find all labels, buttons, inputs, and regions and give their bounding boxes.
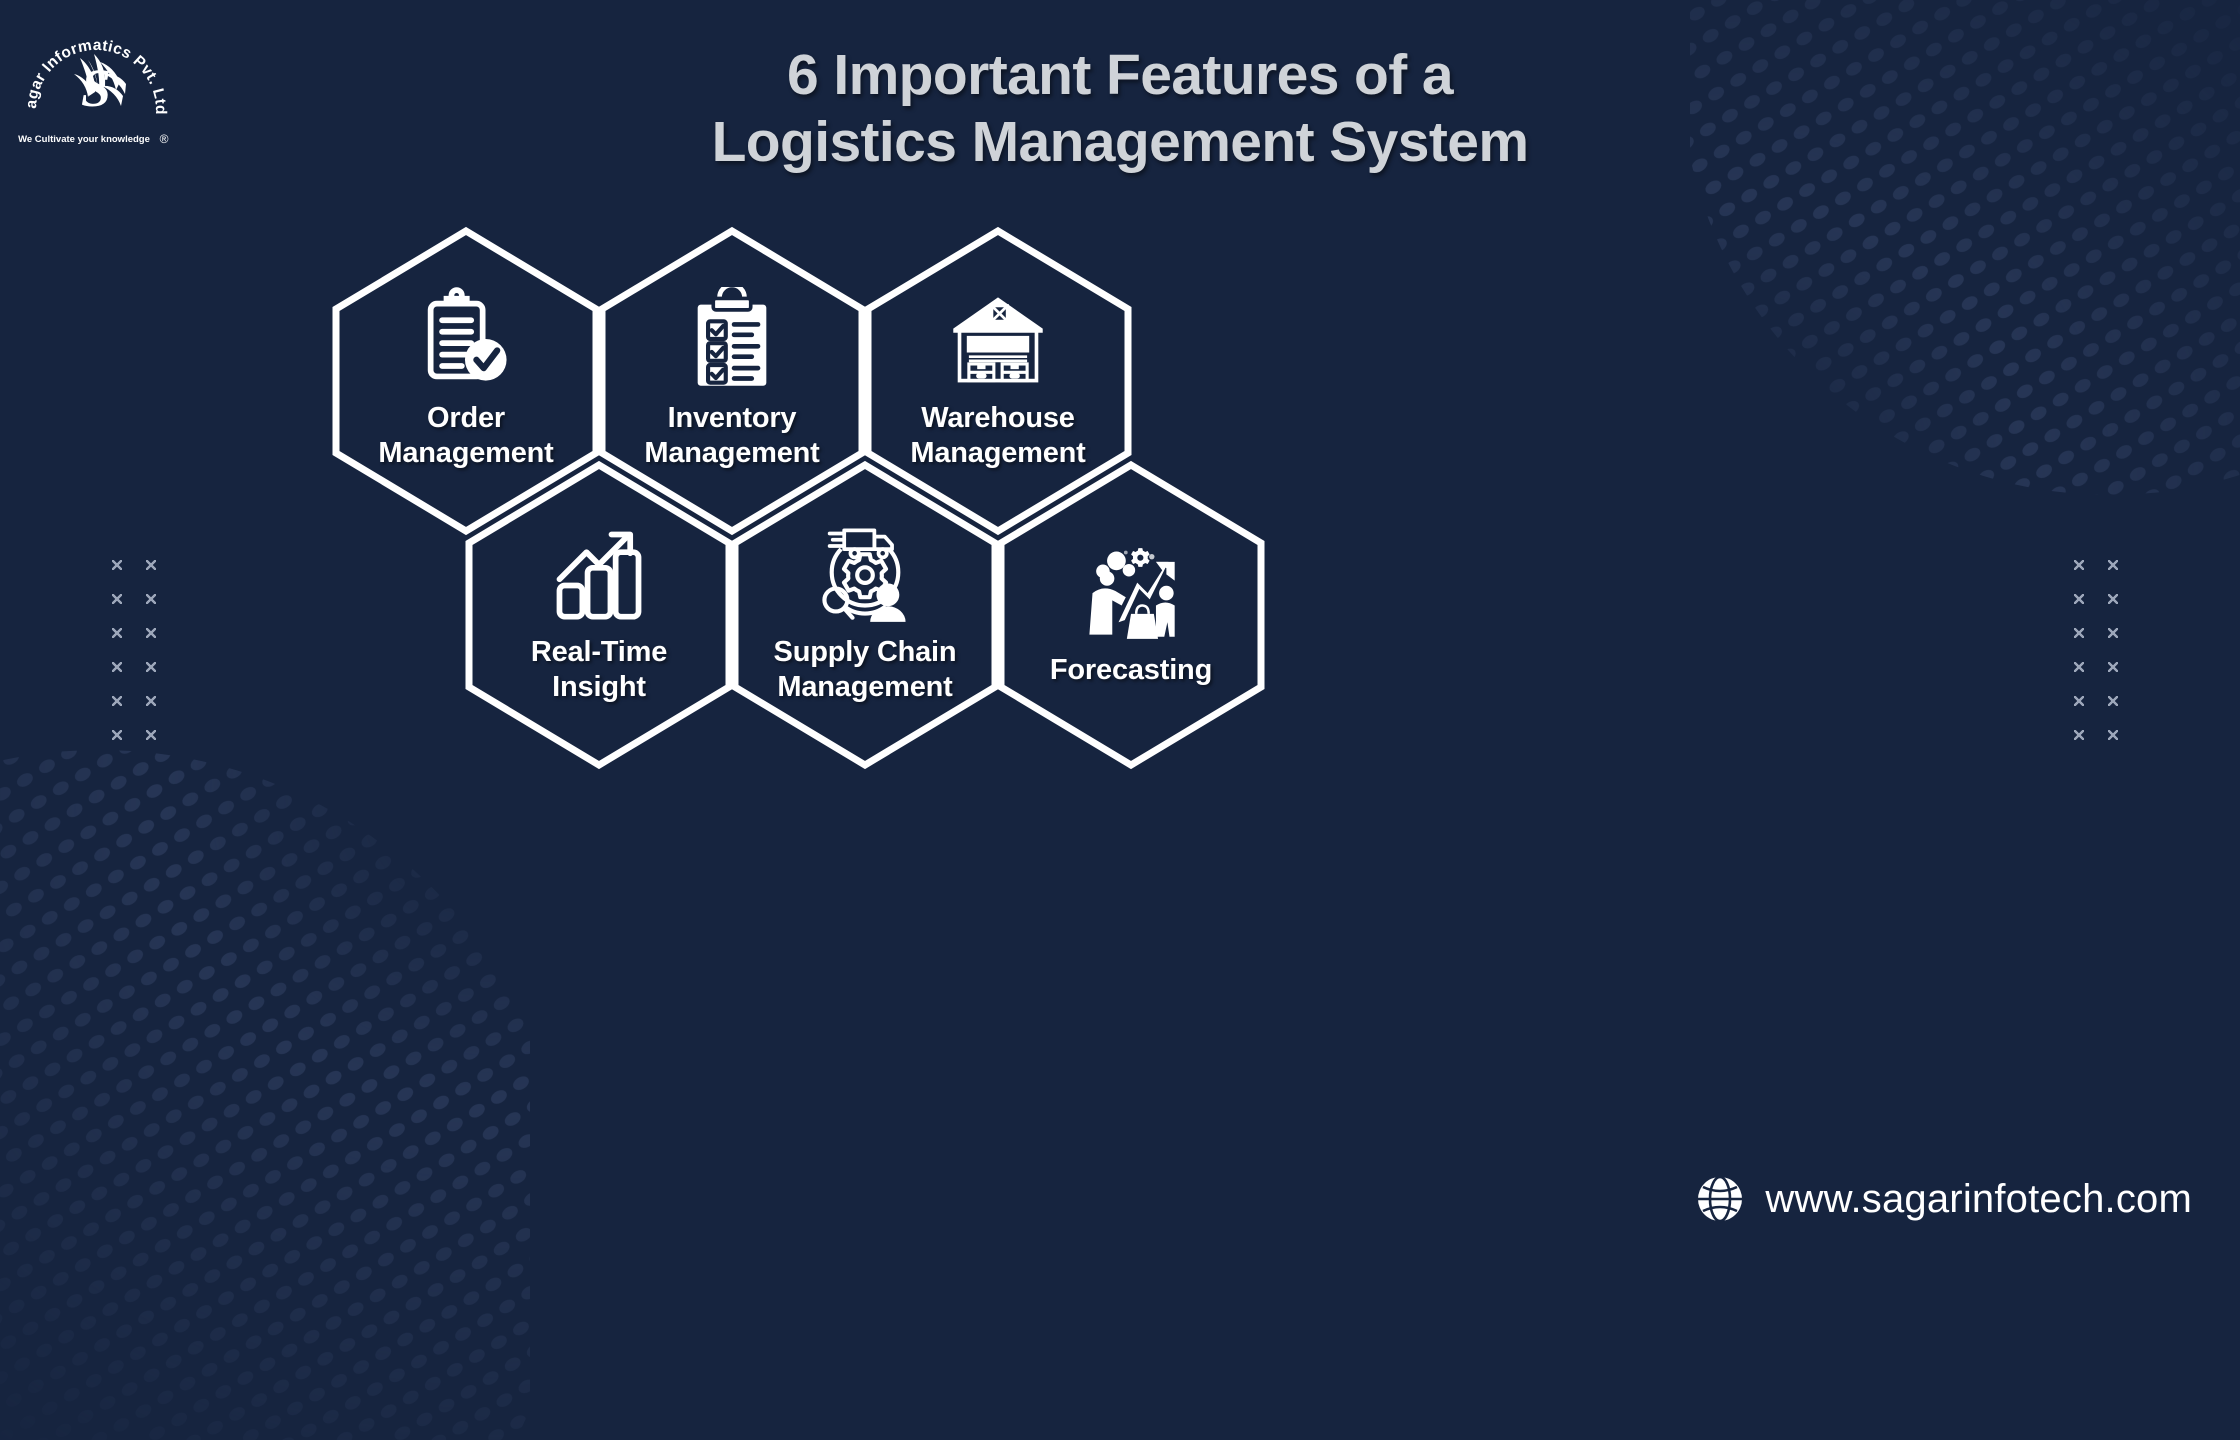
halftone-pattern-bottom-left — [0, 750, 530, 1440]
logo-monogram: S — [81, 58, 111, 118]
hexagon-label: Supply Chain Management — [773, 636, 957, 703]
hexagon-order-management[interactable]: Order Management — [330, 225, 602, 537]
hexagon-label: Inventory Management — [644, 402, 820, 469]
hexagon-warehouse-management[interactable]: Warehouse Management — [862, 225, 1134, 537]
hexagon-outline — [997, 460, 1265, 770]
decorative-dot-grid-right — [2062, 548, 2130, 752]
forecasting-people-arrow-icon — [1079, 539, 1183, 643]
hexagon-label: Forecasting — [1049, 653, 1213, 686]
hexagon-real-time-insight[interactable]: Real-Time Insight — [463, 459, 735, 771]
logo-tagline: We Cultivate your knowledge — [18, 134, 150, 145]
warehouse-icon — [946, 287, 1050, 391]
supply-chain-cycle-icon — [813, 521, 917, 625]
hexagon-forecasting[interactable]: Forecasting — [995, 459, 1267, 771]
hexagon-outline — [598, 226, 866, 536]
page-title-line-1: 6 Important Features of a — [787, 43, 1454, 107]
hexagon-outline — [864, 226, 1132, 536]
globe-icon — [1698, 1175, 1743, 1223]
hexagon-outline — [332, 226, 600, 536]
page-title-line-2: Logistics Management System — [711, 109, 1529, 174]
page-title: 6 Important Features of a Logistics Mana… — [0, 42, 2240, 175]
clipboard-check-icon — [414, 287, 518, 391]
hexagon-inventory-management[interactable]: Inventory Management — [596, 225, 868, 537]
website-url[interactable]: www.sagarinfotech.com — [1765, 1176, 2192, 1221]
hexagon-outline — [465, 460, 733, 770]
registered-trademark-icon: ® — [160, 132, 169, 146]
feature-hexagon-grid: Order Management — [330, 225, 1265, 770]
hexagon-supply-chain-management[interactable]: Supply Chain Management — [729, 459, 1001, 771]
hexagon-label: Order Management — [378, 402, 554, 469]
website-footer[interactable]: www.sagarinfotech.com — [1695, 1174, 2192, 1224]
hexagon-outline — [731, 460, 999, 770]
hexagon-label: Warehouse Management — [910, 402, 1086, 469]
bar-chart-growth-icon — [547, 521, 651, 625]
clipboard-checklist-icon — [680, 287, 784, 391]
decorative-dot-grid-left — [100, 548, 168, 752]
hexagon-label: Real-Time Insight — [530, 636, 668, 703]
company-logo: Sagar Informatics Pvt. Ltd. S We Cultiva… — [16, 14, 169, 146]
